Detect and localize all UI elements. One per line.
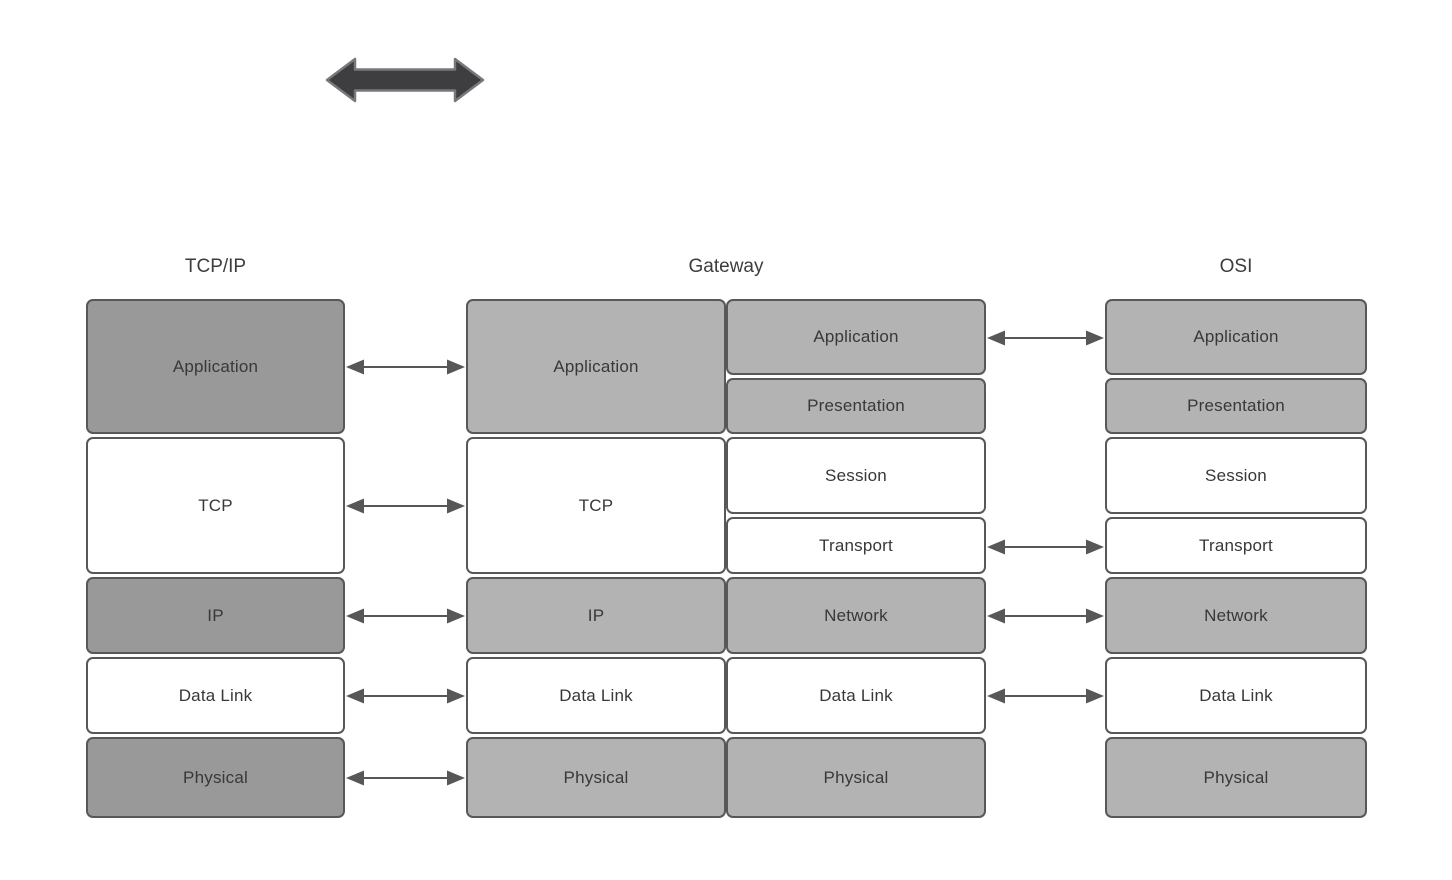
tcpip-layer-datalink: Data Link (86, 657, 345, 734)
gateway-right-layer-session: Session (726, 437, 986, 514)
gateway-left-layer-tcp: TCP (466, 437, 726, 574)
tcpip-layer-tcp: TCP (86, 437, 345, 574)
tcpip-layer-ip: IP (86, 577, 345, 654)
gateway-right-layer-physical: Physical (726, 737, 986, 818)
double-arrow-tcpip-gateway-datalink (346, 688, 465, 704)
double-arrow-tcpip-gateway-ip (346, 608, 465, 624)
gateway-right-layer-datalink: Data Link (726, 657, 986, 734)
osi-layer-application: Application (1105, 299, 1367, 375)
gateway-right-layer-application: Application (726, 299, 986, 375)
gateway-right-layer-transport: Transport (726, 517, 986, 574)
gateway-left-layer-application: Application (466, 299, 726, 434)
gateway-right-layer-network: Network (726, 577, 986, 654)
osi-layer-transport: Transport (1105, 517, 1367, 574)
double-arrow-gateway-osi-transport (987, 539, 1104, 555)
osi-layer-session: Session (1105, 437, 1367, 514)
double-arrow-tcpip-gateway-tcp (346, 498, 465, 514)
gateway-left-layer-physical: Physical (466, 737, 726, 818)
double-arrow-gateway-osi-application (987, 330, 1104, 346)
osi-layer-network: Network (1105, 577, 1367, 654)
osi-layer-datalink: Data Link (1105, 657, 1367, 734)
tcpip-layer-application: Application (86, 299, 345, 434)
osi-layer-presentation: Presentation (1105, 378, 1367, 434)
double-arrow-tcpip-gateway-physical (346, 770, 465, 786)
gateway-left-layer-datalink: Data Link (466, 657, 726, 734)
double-arrow-tcpip-gateway-application (346, 359, 465, 375)
osi-layer-physical: Physical (1105, 737, 1367, 818)
osi-column-header: OSI (1219, 256, 1253, 277)
gateway-right-layer-presentation: Presentation (726, 378, 986, 434)
tcpip-layer-physical: Physical (86, 737, 345, 818)
gateway-column-header: Gateway (688, 256, 764, 277)
gateway-left-layer-ip: IP (466, 577, 726, 654)
two-way-arrow-icon (325, 57, 485, 103)
double-arrow-gateway-osi-network (987, 608, 1104, 624)
tcpip-column-header: TCP/IP (184, 256, 247, 277)
double-arrow-gateway-osi-datalink (987, 688, 1104, 704)
